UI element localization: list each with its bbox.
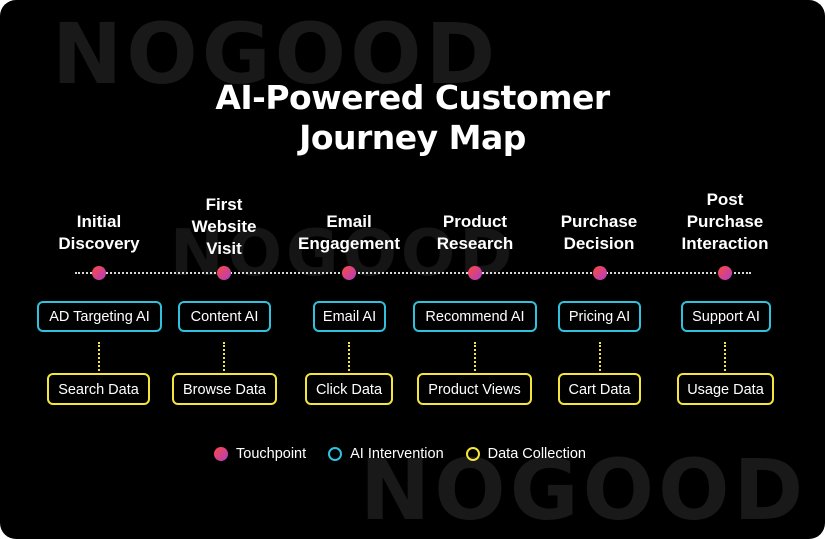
legend-item-touchpoint: Touchpoint [214,446,306,462]
stage-label: Product Research [436,212,514,253]
touchpoint-dot [92,266,106,280]
data-ring-icon [465,447,480,461]
stage-label: Initial Discovery [58,212,140,253]
brand-watermark: NOGOOD [52,5,500,103]
stage-label: First Website Visit [191,195,257,258]
connector-line [348,342,350,371]
legend-item-data-collection: Data Collection [465,446,586,462]
brand-watermark: NOGOOD [360,441,808,539]
legend-label: Data Collection [487,446,586,462]
connector-line [474,342,476,371]
legend: Touchpoint AI Intervention Data Collecti… [214,444,608,464]
touchpoint-dot [718,266,732,280]
journey-timeline [75,272,751,274]
connector-line [223,342,225,371]
data-collection-box: Usage Data [677,373,774,405]
connector-line [98,342,100,371]
connector-line [599,342,601,371]
data-collection-box: Browse Data [172,373,277,405]
ai-intervention-box: Content AI [178,301,271,332]
title-line-1: AI-Powered Customer [215,78,610,117]
legend-label: AI Intervention [350,446,444,462]
legend-item-ai-intervention: AI Intervention [328,446,444,462]
touchpoint-dot [217,266,231,280]
diagram-title: AI-Powered Customer Journey Map [0,78,825,158]
ai-intervention-box: Email AI [313,301,386,332]
stage-label: Purchase Decision [560,212,638,253]
title-line-2: Journey Map [299,118,526,157]
data-collection-box: Cart Data [558,373,641,405]
ai-intervention-box: Pricing AI [558,301,641,332]
ai-ring-icon [328,447,343,461]
connector-line [724,342,726,371]
touchpoint-dot [468,266,482,280]
ai-intervention-box: AD Targeting AI [37,301,162,332]
data-collection-box: Search Data [47,373,150,405]
touchpoint-dot-icon [214,447,228,461]
stage-label: Post Purchase Interaction [681,190,769,253]
legend-label: Touchpoint [236,446,307,462]
touchpoint-dot [593,266,607,280]
stage-label: Email Engagement [297,212,401,253]
ai-intervention-box: Support AI [681,301,771,332]
data-collection-box: Click Data [305,373,393,405]
touchpoint-dot [342,266,356,280]
data-collection-box: Product Views [417,373,532,405]
ai-intervention-box: Recommend AI [413,301,537,332]
